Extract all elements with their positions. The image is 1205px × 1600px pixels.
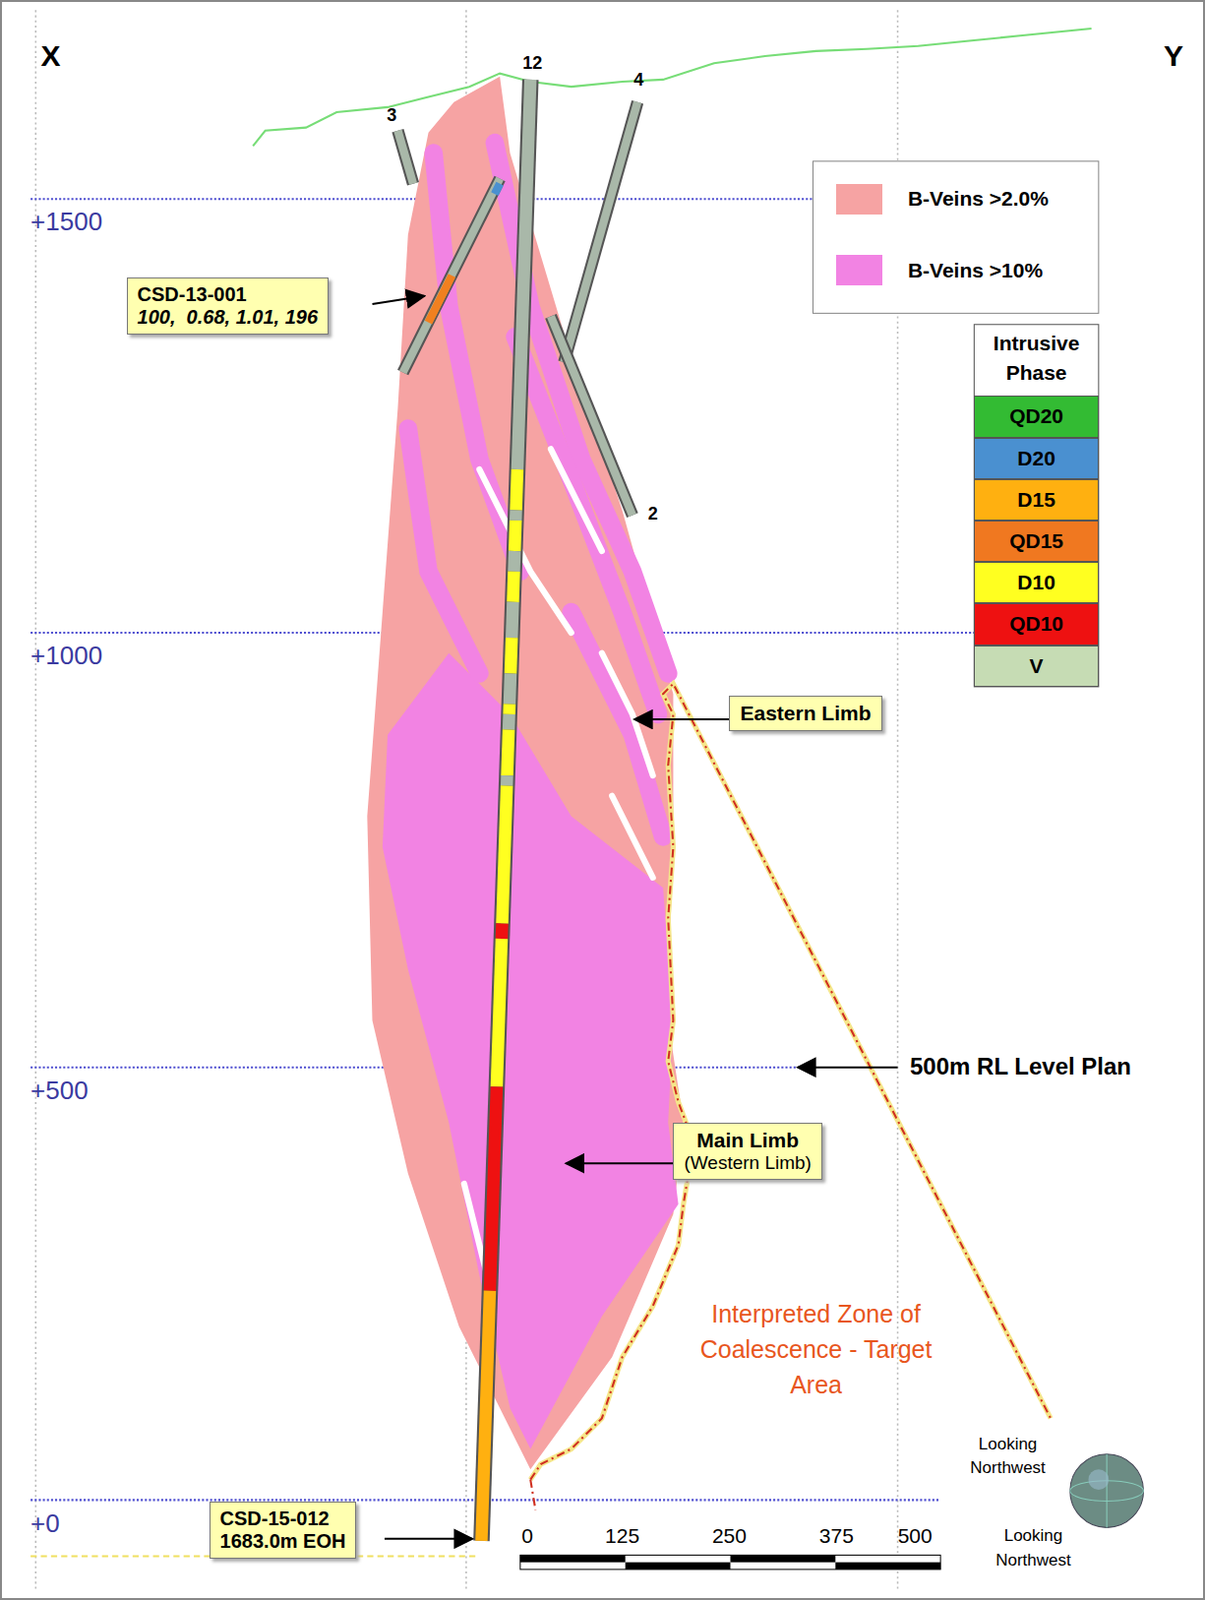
b-veins-envelope bbox=[366, 76, 683, 1470]
main-limb-shape bbox=[382, 653, 679, 1449]
phase-cell: D15 bbox=[973, 479, 1099, 521]
level-plan-label: 500m RL Level Plan bbox=[909, 1052, 1132, 1081]
legend-box bbox=[812, 161, 1098, 314]
phase-cell: D20 bbox=[973, 437, 1099, 480]
legend-text: D15 bbox=[1017, 487, 1056, 512]
hole-segment bbox=[514, 520, 516, 551]
hole-number: 12 bbox=[522, 53, 543, 74]
hole-segment bbox=[517, 79, 531, 470]
scale-number: 375 bbox=[819, 1523, 854, 1548]
view-direction: Looking Northwest bbox=[957, 1432, 1060, 1481]
hole-segment bbox=[502, 714, 516, 730]
scale-number: 250 bbox=[712, 1523, 747, 1548]
scale-number: 0 bbox=[521, 1523, 534, 1548]
hole-segment bbox=[496, 938, 502, 1086]
axis-letter: X bbox=[40, 39, 61, 73]
elevation-label: +500 bbox=[30, 1074, 89, 1105]
legend-text: D10 bbox=[1017, 570, 1056, 595]
callout-text: (Western Limb) bbox=[683, 1151, 812, 1174]
hole-segment bbox=[501, 784, 507, 923]
hole-segment bbox=[502, 704, 516, 715]
eastern-limb-bands bbox=[408, 142, 668, 837]
hole-segment bbox=[481, 79, 531, 1541]
callout-box: Eastern Limb bbox=[728, 695, 882, 731]
drill-hole-12 bbox=[481, 79, 531, 1541]
hole-segment bbox=[510, 637, 512, 673]
elevation-label: +0 bbox=[30, 1507, 61, 1539]
target-area-label: Interpreted Zone of Coalescence - Target… bbox=[697, 1295, 935, 1403]
legend-text: QD10 bbox=[1009, 611, 1064, 636]
scale-bar bbox=[520, 1554, 941, 1569]
compass-sphere bbox=[1070, 1453, 1145, 1528]
elevation-label: +1000 bbox=[30, 639, 103, 670]
hole-segment bbox=[489, 1085, 497, 1290]
hole-segment bbox=[507, 728, 510, 776]
legend-text: QD20 bbox=[1009, 404, 1064, 428]
hole-segment bbox=[507, 550, 521, 572]
phase-cell: QD10 bbox=[973, 602, 1099, 645]
scale-number: 500 bbox=[898, 1523, 933, 1548]
callout-text: 100, 0.68, 1.01, 196 bbox=[137, 305, 319, 329]
hole-segment bbox=[495, 922, 509, 939]
callout-text: 1683.0m EOH bbox=[220, 1529, 347, 1553]
phase-table bbox=[973, 324, 1099, 687]
callout-box: CSD-13-001100, 0.68, 1.01, 196 bbox=[126, 277, 330, 335]
view-direction: Looking Northwest bbox=[982, 1524, 1085, 1573]
phase-cell: QD20 bbox=[973, 395, 1099, 437]
hole-segment bbox=[509, 672, 511, 704]
phase-cell: D10 bbox=[973, 561, 1099, 603]
hole-number: 2 bbox=[648, 502, 659, 524]
legend-text: B-Veins >2.0% bbox=[907, 186, 1049, 211]
elevation-label: +1500 bbox=[30, 206, 103, 238]
legend-swatch bbox=[836, 183, 883, 215]
callout-text: Eastern Limb bbox=[739, 701, 871, 725]
legend-swatch bbox=[836, 254, 883, 286]
legend-text: QD15 bbox=[1009, 529, 1064, 553]
hole-segment bbox=[511, 602, 513, 638]
phase-cell: V bbox=[973, 645, 1099, 687]
scale-number: 125 bbox=[604, 1523, 640, 1548]
callout-box: Main Limb(Western Limb) bbox=[672, 1122, 823, 1180]
hole-number: 4 bbox=[633, 68, 644, 90]
hole-number: 3 bbox=[386, 105, 397, 126]
legend-text: B-Veins >10% bbox=[907, 258, 1043, 283]
callout-text: CSD-13-001 bbox=[137, 283, 319, 306]
hole-segment bbox=[509, 510, 523, 521]
hole-segment bbox=[516, 469, 518, 510]
legend-text: V bbox=[1029, 654, 1044, 678]
callout-text: CSD-15-012 bbox=[220, 1506, 347, 1530]
legend-text: D20 bbox=[1017, 446, 1056, 471]
hole-segment bbox=[500, 775, 514, 785]
topography-line bbox=[252, 28, 1091, 146]
callout-box: CSD-15-0121683.0m EOH bbox=[209, 1501, 358, 1559]
hole-segment bbox=[512, 571, 514, 603]
phase-cell: QD15 bbox=[973, 520, 1099, 562]
hole-segment bbox=[481, 1290, 490, 1541]
table-header: Intrusive Phase bbox=[980, 328, 1093, 389]
callout-text: Main Limb bbox=[683, 1128, 812, 1152]
axis-letter: Y bbox=[1163, 39, 1184, 73]
target-outline bbox=[530, 683, 1051, 1510]
